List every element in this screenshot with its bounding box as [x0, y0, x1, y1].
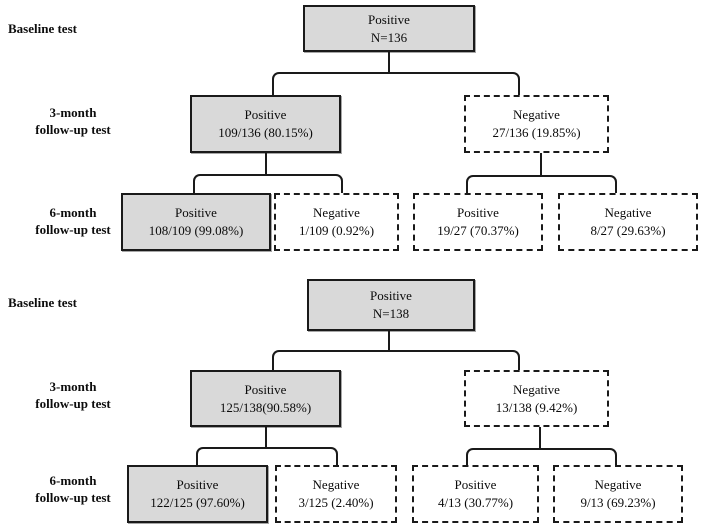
node-value: 1/109 (0.92%)	[298, 223, 375, 238]
node-value: 27/136 (19.85%)	[492, 125, 581, 140]
node-title: Positive	[244, 381, 287, 397]
connector-elbow-rr-2	[539, 448, 617, 466]
row-label-line1: 6-month	[49, 473, 97, 488]
node-title: Positive	[244, 107, 287, 122]
row-label-line2: follow-up test	[35, 490, 111, 505]
row-label-three-month-2: 3-month follow-up test	[8, 378, 138, 412]
node-title: Negative	[312, 477, 360, 492]
row-label-line2: follow-up test	[35, 122, 111, 137]
node-title: Positive	[457, 205, 499, 220]
connector-left-stem-2	[265, 427, 267, 448]
row-label-line1: 3-month	[49, 105, 97, 120]
node-title: Positive	[454, 477, 497, 492]
node-title: Negative	[513, 381, 560, 397]
node-title: Negative	[594, 477, 642, 492]
node-value: 13/138 (9.42%)	[495, 399, 578, 415]
connector-elbow-right-1	[388, 72, 520, 96]
node-six-month-neg-neg-tree-2: Negative 9/13 (69.23%)	[553, 465, 683, 523]
node-six-month-pos-neg-tree-2: Negative 3/125 (2.40%)	[275, 465, 397, 523]
node-value: 4/13 (30.77%)	[437, 495, 514, 510]
connector-elbow-rl-1	[466, 175, 542, 194]
connector-elbow-left-2	[272, 350, 390, 374]
connector-elbow-ll-2	[196, 447, 267, 466]
node-value: 122/125 (97.60%)	[150, 495, 245, 510]
node-six-month-neg-neg-tree-1: Negative 8/27 (29.63%)	[558, 193, 698, 251]
node-six-month-pos-pos-tree-2: Positive 122/125 (97.60%)	[127, 465, 268, 523]
row-label-line1: 3-month	[49, 379, 97, 394]
connector-right-stem-1	[540, 153, 542, 176]
node-value: 109/136 (80.15%)	[218, 125, 313, 140]
connector-left-stem-1	[265, 153, 267, 175]
node-title: Negative	[513, 107, 560, 122]
node-three-month-negative-tree-1: Negative 27/136 (19.85%)	[464, 95, 609, 153]
connector-elbow-lr-2	[265, 447, 338, 466]
node-value: N=138	[372, 306, 410, 321]
row-label-six-month-2: 6-month follow-up test	[8, 472, 138, 506]
connector-elbow-left-1	[272, 72, 390, 96]
node-baseline-tree-1: Positive N=136	[303, 5, 475, 52]
node-six-month-pos-pos-tree-1: Positive 108/109 (99.08%)	[121, 193, 271, 251]
node-six-month-pos-neg-tree-1: Negative 1/109 (0.92%)	[274, 193, 399, 251]
row-label-line2: follow-up test	[35, 222, 111, 237]
node-title: Positive	[368, 11, 410, 27]
row-label-baseline-1: Baseline test	[8, 21, 77, 36]
node-title: Positive	[176, 477, 219, 492]
node-value: 19/27 (70.37%)	[437, 223, 519, 238]
row-label-baseline-2: Baseline test	[8, 295, 77, 310]
connector-baseline-stem-2	[388, 331, 390, 351]
node-value: 8/27 (29.63%)	[590, 223, 666, 238]
node-three-month-positive-tree-2: Positive 125/138(90.58%)	[190, 370, 341, 427]
node-value: 125/138(90.58%)	[219, 399, 312, 415]
node-value: N=136	[370, 29, 408, 45]
node-title: Negative	[604, 205, 652, 220]
node-value: 3/125 (2.40%)	[298, 495, 374, 510]
connector-right-stem-2	[539, 427, 541, 449]
connector-elbow-lr-1	[265, 174, 343, 194]
node-title: Positive	[370, 288, 412, 303]
node-title: Negative	[313, 205, 360, 220]
connector-elbow-rr-1	[540, 175, 617, 194]
row-label-six-month-1: 6-month follow-up test	[8, 204, 138, 238]
connector-elbow-right-2	[388, 350, 520, 374]
row-label-three-month-1: 3-month follow-up test	[8, 104, 138, 138]
node-three-month-negative-tree-2: Negative 13/138 (9.42%)	[464, 370, 609, 427]
node-value: 108/109 (99.08%)	[148, 223, 244, 238]
connector-elbow-rl-2	[466, 448, 541, 466]
node-baseline-tree-2: Positive N=138	[307, 279, 475, 331]
connector-elbow-ll-1	[193, 174, 267, 194]
node-title: Positive	[175, 205, 217, 220]
node-six-month-neg-pos-tree-2: Positive 4/13 (30.77%)	[412, 465, 539, 523]
node-three-month-positive-tree-1: Positive 109/136 (80.15%)	[190, 95, 341, 153]
node-value: 9/13 (69.23%)	[580, 495, 656, 510]
row-label-line2: follow-up test	[35, 396, 111, 411]
row-label-line1: 6-month	[49, 205, 97, 220]
node-six-month-neg-pos-tree-1: Positive 19/27 (70.37%)	[413, 193, 543, 251]
connector-baseline-stem-1	[388, 52, 390, 73]
